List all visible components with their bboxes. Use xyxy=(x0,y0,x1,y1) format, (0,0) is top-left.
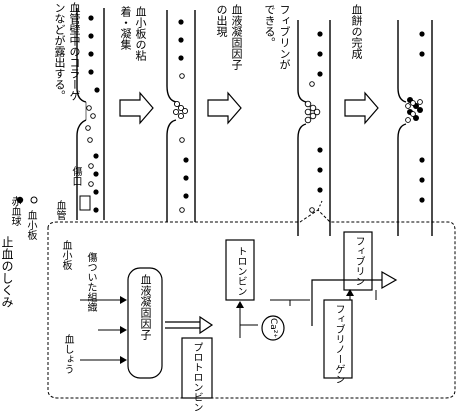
fibrin-label: フィブリン xyxy=(353,236,364,286)
step-1-text: 血管壁中のコラーゲンなどが露出する。 xyxy=(28,2,82,102)
legend-rbc-label: 赤血球 xyxy=(9,196,20,226)
input-platelet: 血小板 xyxy=(60,240,71,270)
wound-label: 傷口 xyxy=(70,166,81,186)
vessel-panel-3 xyxy=(298,20,330,236)
factor-to-thrombin-arrow xyxy=(165,317,212,333)
platelet-symbol xyxy=(31,197,37,203)
step-arrow-1 xyxy=(120,93,153,123)
diagram-title: 止血のしくみ xyxy=(0,236,14,308)
step-3-text: 血液凝固因子の出現 xyxy=(214,4,244,80)
vessel-panel-3-cells xyxy=(305,31,322,212)
thrombin-label: トロンビン xyxy=(235,246,246,296)
legend-platelet-label: 血小板 xyxy=(25,210,36,240)
step-arrow-2 xyxy=(208,93,241,123)
wound-box xyxy=(80,196,90,210)
step-4-text: フィブリンができる。 xyxy=(262,4,292,78)
fibrinogen-label: フィブリノーゲン xyxy=(333,304,344,384)
step-5-text: 血餅の完成 xyxy=(350,4,363,59)
clotting-factor-label: 血液凝固因子 xyxy=(139,274,152,340)
calcium-label: Ca²⁺ xyxy=(267,318,278,338)
frame-pointer xyxy=(318,201,322,210)
input-plasma: 血しょう xyxy=(62,334,73,374)
vessel-label: 血管 xyxy=(54,200,65,220)
vessel-panel-1-cells xyxy=(86,15,100,212)
step-arrow-3 xyxy=(345,93,378,123)
step-2-text: 血小板の粘着・凝集 xyxy=(118,6,148,76)
vessel-panel-4 xyxy=(398,20,432,236)
vessel-panel-4-cells xyxy=(406,31,425,202)
prothrombin-label: プロトロンビン xyxy=(191,342,202,412)
input-damaged-tissue: 傷ついた組織 xyxy=(72,252,96,332)
vessel-panel-2-cells xyxy=(173,19,188,212)
mechanism-frame xyxy=(48,210,455,398)
